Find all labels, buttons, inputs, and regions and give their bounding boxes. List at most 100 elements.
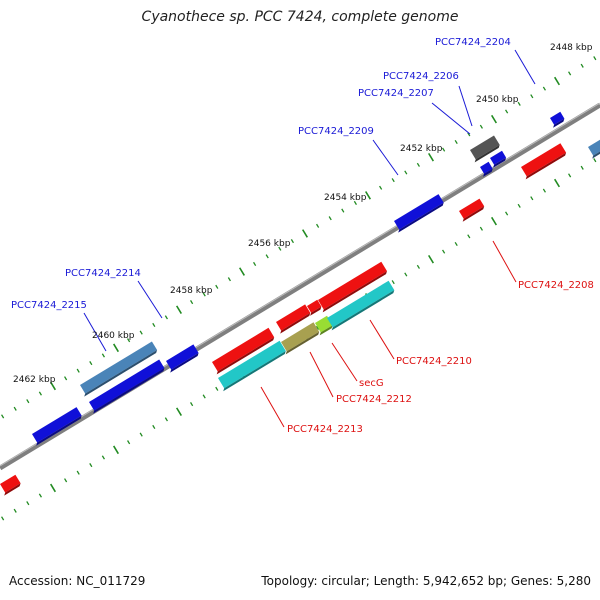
gene-2212-red-side (280, 312, 311, 334)
reverse-scale-tick (64, 478, 68, 483)
reverse-scale-tick (175, 407, 183, 416)
scale-label-2452: 2452 kbp (400, 144, 443, 154)
forward-scale-tick (364, 191, 372, 200)
forward-scale-tick (202, 292, 206, 297)
reverse-scale-tick (101, 455, 105, 460)
forward-scale-tick (112, 343, 120, 353)
reverse-scale-tick (190, 402, 194, 407)
forward-scale-tick (530, 94, 534, 99)
leader-2213 (260, 386, 285, 428)
gene-2207 (470, 135, 500, 160)
forward-scale-tick (238, 267, 246, 276)
leader-2210 (369, 319, 395, 360)
forward-scale-tick (542, 86, 546, 91)
reverse-scale-tick (202, 394, 206, 399)
reverse-scale-tick (490, 216, 498, 226)
forward-scale-tick (328, 216, 332, 221)
forward-scale-tick (505, 109, 509, 114)
reverse-scale-tick (505, 211, 509, 216)
leader-2215 (83, 312, 107, 352)
gene-2210 (327, 280, 395, 328)
forward-scale-tick (391, 178, 395, 183)
gene-2209-side (398, 202, 444, 233)
gene-label-2212[interactable]: PCC7424_2212 (336, 394, 412, 405)
gene-2213 (218, 340, 286, 389)
gene-label-2207[interactable]: PCC7424_2207 (358, 88, 434, 99)
gene-2213-red (212, 327, 275, 372)
forward-scale-tick (26, 399, 30, 404)
gene-2207-red-side (525, 152, 567, 180)
gene-2212-red (276, 304, 311, 331)
reverse-scale-tick (580, 165, 584, 170)
gene-label-2210[interactable]: PCC7424_2210 (396, 356, 472, 367)
forward-scale-tick (353, 200, 357, 206)
gene-2210-red-side (322, 271, 387, 313)
gene-label-2209[interactable]: PCC7424_2209 (298, 126, 374, 137)
reverse-scale-tick (517, 203, 521, 208)
gene-2203 (588, 139, 600, 156)
forward-scale-tick (13, 406, 17, 411)
gene-features (0, 111, 600, 496)
scale-label-2456: 2456 kbp (248, 239, 291, 249)
forward-scale-tick (101, 353, 105, 358)
forward-scale-tick (490, 114, 498, 124)
forward-scale-tick (175, 305, 183, 314)
leader-2207 (431, 102, 471, 135)
gene-label-2204[interactable]: PCC7424_2204 (435, 37, 511, 48)
gene-2206b-side (493, 157, 507, 168)
reverse-scale-tick (1, 516, 5, 521)
gene-2213-fwd-side (170, 353, 199, 373)
forward-scale-tick (479, 124, 483, 129)
gene-2215 (32, 407, 82, 443)
genome-backbone (0, 102, 600, 471)
reverse-scale-tick (112, 445, 120, 455)
forward-scale-tick (404, 170, 408, 175)
reverse-scale-tick (530, 196, 534, 201)
reverse-scale-tick (316, 325, 320, 330)
reverse-scale-tick (442, 249, 446, 254)
map-title: Cyanothece sp. PCC 7424, complete genome (141, 9, 459, 25)
reverse-scale-tick (152, 424, 156, 429)
gene-2208 (459, 198, 485, 219)
forward-scale-tick (593, 56, 597, 61)
reverse-scale-tick (215, 386, 219, 391)
forward-scale-tick (139, 330, 143, 335)
gene-2210-red (318, 261, 387, 310)
forward-scale-tick (49, 381, 57, 391)
gene-2207-side (474, 144, 500, 163)
forward-scale-tick (290, 239, 294, 244)
gene-2212 (281, 322, 320, 352)
forward-scale-tick (379, 185, 383, 190)
gene-label-2208[interactable]: PCC7424_2208 (518, 280, 594, 291)
accession-text: Accession: NC_011729 (9, 574, 146, 588)
gene-2213-fwd (166, 344, 199, 370)
forward-scale-tick (427, 152, 435, 162)
gene-label-2213[interactable]: PCC7424_2213 (287, 424, 363, 435)
forward-scale-tick (190, 300, 194, 305)
forward-scale-tick (301, 229, 309, 238)
forward-scale-tick (553, 76, 561, 86)
reverse-scale-tick (542, 188, 546, 193)
forward-scale-tick (215, 284, 219, 289)
reverse-scale-tick (13, 508, 17, 513)
gene-2214 (89, 359, 165, 411)
leader-secG (331, 342, 358, 382)
scale-label-2448: 2448 kbp (550, 43, 593, 53)
gene-2212-side (285, 331, 320, 355)
gene-label-secG[interactable]: secG (359, 378, 384, 389)
gene-2207-red (521, 143, 567, 177)
reverse-scale-tick (26, 501, 30, 506)
gene-label-2214[interactable]: PCC7424_2214 (65, 268, 141, 279)
gene-2204-side (553, 118, 565, 128)
forward-scale-tick (316, 223, 320, 228)
forward-scale-tick (1, 414, 5, 419)
scale-label-2454: 2454 kbp (324, 193, 367, 203)
gene-2208-side (462, 206, 485, 222)
forward-scale-tick (517, 101, 521, 106)
reverse-scale-tick (76, 470, 80, 475)
gene-label-2215[interactable]: PCC7424_2215 (11, 300, 87, 311)
reverse-scale-tick (127, 440, 131, 445)
gene-label-2206[interactable]: PCC7424_2206 (383, 71, 459, 82)
forward-scale-tick (127, 338, 131, 343)
